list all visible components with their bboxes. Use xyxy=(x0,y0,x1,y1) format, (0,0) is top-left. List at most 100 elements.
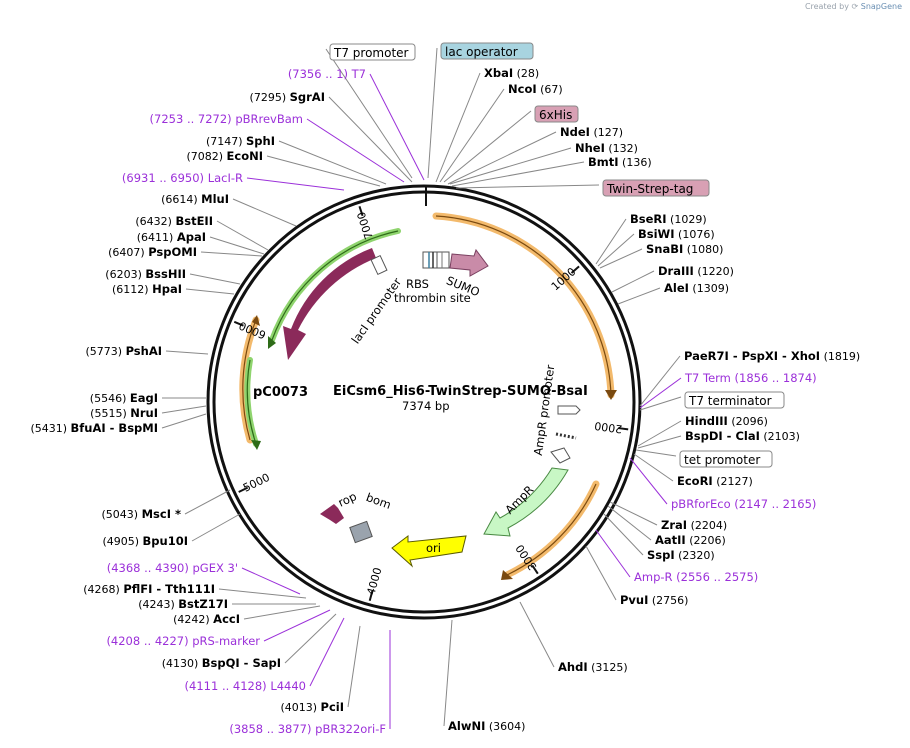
scale-tick-mark xyxy=(531,564,539,575)
enz-leader-line xyxy=(243,605,321,620)
enz-leader-line xyxy=(161,405,207,414)
enzyme-name: AatII xyxy=(655,533,686,547)
box-leader-line xyxy=(635,449,677,457)
enzyme-position: (2756) xyxy=(652,594,689,607)
enz-leader-line xyxy=(278,140,387,185)
enzyme-name: AccI xyxy=(213,612,240,626)
enzyme-site-label: (5431) BfuAI - BspMI xyxy=(30,421,158,435)
enzyme-name: BfuAI - BspMI xyxy=(71,421,158,435)
feature-box xyxy=(440,42,534,60)
enzyme-site-label: AlwNI (3604) xyxy=(448,719,525,733)
primer-label: (3858 .. 3877) pBR322ori-F xyxy=(229,722,386,736)
enzyme-position: (1029) xyxy=(670,213,707,226)
backbone-outer xyxy=(206,184,642,620)
feature-box-label: T7 promoter xyxy=(333,46,409,60)
enzyme-position: (3125) xyxy=(591,661,628,674)
primer-leader-line xyxy=(309,617,345,687)
enzyme-site-label: (6112) HpaI xyxy=(112,282,182,296)
his-tag-bars xyxy=(422,251,450,269)
enzyme-name: BsiWI xyxy=(638,227,675,241)
orange-arrowhead-3 xyxy=(252,315,260,326)
enzyme-position: (4268) xyxy=(83,583,120,596)
enz-leader-line xyxy=(184,489,231,515)
plasmid-name: EiCsm6_His6-TwinStrep-SUMO-BsaI xyxy=(333,384,588,399)
enz-leader-line xyxy=(284,613,337,664)
primer-leader-line xyxy=(263,609,331,642)
enzyme-name: PciI xyxy=(321,700,344,714)
enzyme-position: (6432) xyxy=(135,215,172,228)
enzyme-site-label: (5773) PshAI xyxy=(85,344,162,358)
enzyme-site-label: XbaI (28) xyxy=(484,66,539,80)
enzyme-position: (5043) xyxy=(102,508,139,521)
enzyme-name: PaeR7I - PspXI - XhoI xyxy=(684,349,820,363)
feature-box xyxy=(602,179,710,197)
enzyme-site-label: (7082) EcoNI xyxy=(186,149,263,163)
enz-leader-line xyxy=(218,588,307,599)
enzyme-site-label: (6411) ApaI xyxy=(137,230,206,244)
snapgene-credit: Created by ⟳ SnapGene xyxy=(805,2,902,11)
enzyme-position: (3604) xyxy=(489,720,526,733)
enzyme-name: DraIII xyxy=(658,264,694,278)
orange-feature-arc-1-core xyxy=(435,215,612,396)
enzyme-name: MluI xyxy=(201,192,229,206)
enzyme-site-label: NheI (132) xyxy=(575,141,638,155)
enzyme-site-label: (7295) SgrAI xyxy=(250,90,325,104)
enzyme-site-label: BsiWI (1076) xyxy=(638,227,715,241)
enzyme-site-label: (4243) BstZ17I xyxy=(138,597,228,611)
enzyme-position: (6407) xyxy=(108,246,145,259)
orange-arrowhead-1 xyxy=(605,390,617,400)
enz-leader-line xyxy=(603,513,644,556)
scale-tick-mark xyxy=(570,265,580,274)
lacI-promoter-label: lacI promoter xyxy=(349,275,405,346)
enzyme-position: (7147) xyxy=(206,135,243,148)
lacI-arrow xyxy=(283,248,376,360)
enzyme-position: (7082) xyxy=(186,150,223,163)
enzyme-name: Bpu10I xyxy=(143,534,188,548)
ampR-promoter-box xyxy=(557,405,581,415)
enz-leader-line xyxy=(609,501,658,526)
green-feature-arc-1-core xyxy=(271,230,399,341)
enzyme-name: PshAI xyxy=(126,344,162,358)
enz-leader-line xyxy=(443,619,453,727)
enzyme-site-label: BspDI - ClaI (2103) xyxy=(685,429,800,443)
plasmid-alt-name: pC0073 xyxy=(253,385,308,400)
enzyme-position: (1076) xyxy=(678,228,715,241)
enz-leader-line xyxy=(165,350,209,355)
primer-label: (4368 .. 4390) pGEX 3' xyxy=(107,561,238,575)
ampR-arrow xyxy=(483,467,569,537)
enz-leader-line xyxy=(232,198,297,227)
enzyme-site-label: ZraI (2204) xyxy=(661,518,727,532)
enzyme-site-label: DraIII (1220) xyxy=(658,264,734,278)
enzyme-position: (7295) xyxy=(250,91,287,104)
enzyme-site-label: BseRI (1029) xyxy=(630,212,707,226)
enzyme-site-label: SspI (2320) xyxy=(647,548,715,562)
enzyme-position: (4243) xyxy=(138,598,175,611)
enz-leader-line xyxy=(599,248,643,269)
enzyme-name: NruI xyxy=(130,406,158,420)
enzyme-position: (6112) xyxy=(112,283,149,296)
primer-label: pBRforEco (2147 .. 2165) xyxy=(671,497,816,511)
green-feature-arc-1 xyxy=(269,228,401,343)
enz-leader-line xyxy=(161,413,207,429)
enzyme-site-label: PvuI (2756) xyxy=(620,593,688,607)
primer-leader-line xyxy=(306,118,405,183)
primer-label: (4208 .. 4227) pRS-marker xyxy=(106,634,260,648)
enzyme-position: (1309) xyxy=(692,282,729,295)
scale-tick-mark xyxy=(358,206,364,217)
primer-label: (7356 .. 1) T7 xyxy=(288,67,366,81)
enzyme-position: (67) xyxy=(540,83,563,96)
enzyme-position: (6411) xyxy=(137,231,174,244)
enz-leader-line xyxy=(435,72,481,183)
enzyme-position: (4905) xyxy=(102,535,139,548)
enzyme-site-label: (6614) MluI xyxy=(161,192,229,206)
enz-leader-line xyxy=(451,161,585,187)
enzyme-position: (2096) xyxy=(731,415,768,428)
scale-tick-mark xyxy=(238,486,249,493)
enzyme-position: (2204) xyxy=(691,519,728,532)
primer-leader-line xyxy=(369,73,425,181)
enz-leader-line xyxy=(216,220,269,251)
enzyme-name: MscI * xyxy=(142,507,181,521)
feature-box-label: tet promoter xyxy=(684,453,760,467)
